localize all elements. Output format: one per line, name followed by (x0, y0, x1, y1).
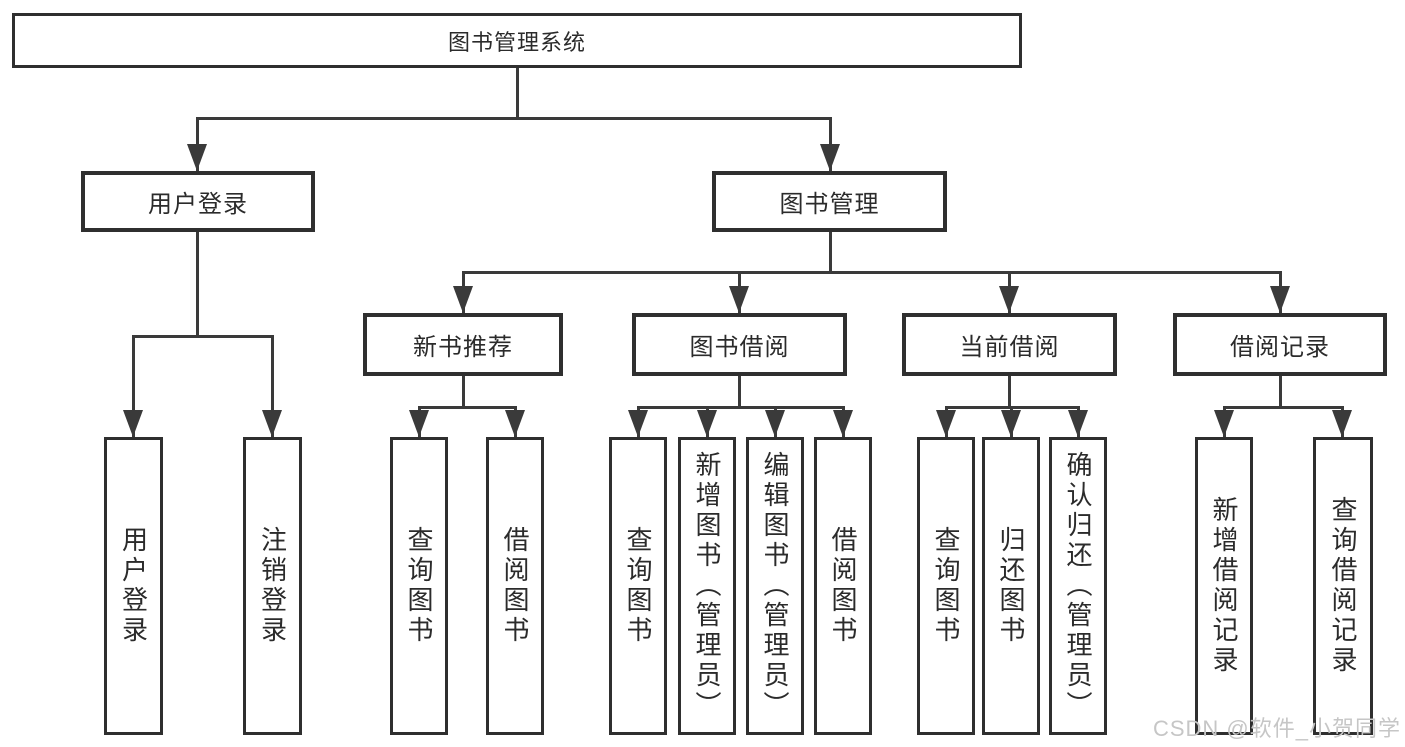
arrow-book-borrowing (729, 286, 749, 313)
arrow-rec-query (409, 410, 429, 437)
arrow-borrowing-records (1270, 286, 1290, 313)
connector-level3-hline (462, 271, 1282, 274)
leaf-current-confirm-return-admin: 确认归还（管理员） (1049, 437, 1107, 735)
node-book-management: 图书管理 (712, 171, 947, 232)
leaf-current-query-books: 查询图书 (917, 437, 975, 735)
leaf-borrowing-borrow-books: 借阅图书 (814, 437, 872, 735)
leaf-recommend-query-books: 查询图书 (390, 437, 448, 735)
arrow-new-book-recommend (453, 286, 473, 313)
arrow-leaf-user-login (123, 410, 143, 437)
arrow-borrowing-query (628, 410, 648, 437)
connector-borrowing-stem (738, 376, 741, 407)
leaf-borrowing-add-books-admin: 新增图书（管理员） (678, 437, 736, 735)
connector-new-rec-stem (462, 376, 465, 407)
connector-drop-leaf-user-login (132, 335, 135, 437)
connector-records-stem (1279, 376, 1282, 407)
leaf-recommend-borrow-books: 借阅图书 (486, 437, 544, 735)
connector-user-login-hline (132, 335, 274, 338)
connector-drop-leaf-logout (271, 335, 274, 437)
connector-root-stem (516, 68, 519, 118)
leaf-logout-login: 注销登录 (243, 437, 302, 735)
leaf-borrowing-edit-books-admin: 编辑图书（管理员） (746, 437, 804, 735)
arrow-current-confirm (1068, 410, 1088, 437)
connector-current-stem (1008, 376, 1011, 407)
arrow-records-query (1332, 410, 1352, 437)
connector-user-login-stem (196, 232, 199, 336)
csdn-watermark: CSDN @软件_小贺同学 (1152, 716, 1401, 741)
arrow-rec-borrow (505, 410, 525, 437)
leaf-borrowing-query-books: 查询图书 (609, 437, 667, 735)
node-borrowing-records: 借阅记录 (1173, 313, 1387, 376)
connector-new-rec-hline (418, 406, 517, 409)
leaf-records-query-borrow-record: 查询借阅记录 (1313, 437, 1373, 735)
node-book-borrowing: 图书借阅 (632, 313, 847, 376)
connector-book-management-stem (829, 232, 832, 272)
arrow-borrowing-edit (765, 410, 785, 437)
node-current-borrowing: 当前借阅 (902, 313, 1117, 376)
arrow-book-management (820, 144, 840, 171)
connector-level2-hline (197, 117, 832, 120)
node-user-login: 用户登录 (81, 171, 315, 232)
arrow-records-add (1214, 410, 1234, 437)
arrow-current-return (1001, 410, 1021, 437)
arrow-user-login (187, 144, 207, 171)
arrow-borrowing-add (697, 410, 717, 437)
connector-records-hline (1223, 406, 1344, 409)
arrow-current-query (936, 410, 956, 437)
leaf-user-login: 用户登录 (104, 437, 163, 735)
arrow-leaf-logout (262, 410, 282, 437)
leaf-current-return-books: 归还图书 (982, 437, 1040, 735)
node-library-system: 图书管理系统 (12, 13, 1022, 68)
arrow-current-borrowing (999, 286, 1019, 313)
connector-borrowing-hline (637, 406, 845, 409)
node-new-book-recommendation: 新书推荐 (363, 313, 563, 376)
leaf-records-add-borrow-record: 新增借阅记录 (1195, 437, 1253, 735)
arrow-borrowing-borrow (833, 410, 853, 437)
